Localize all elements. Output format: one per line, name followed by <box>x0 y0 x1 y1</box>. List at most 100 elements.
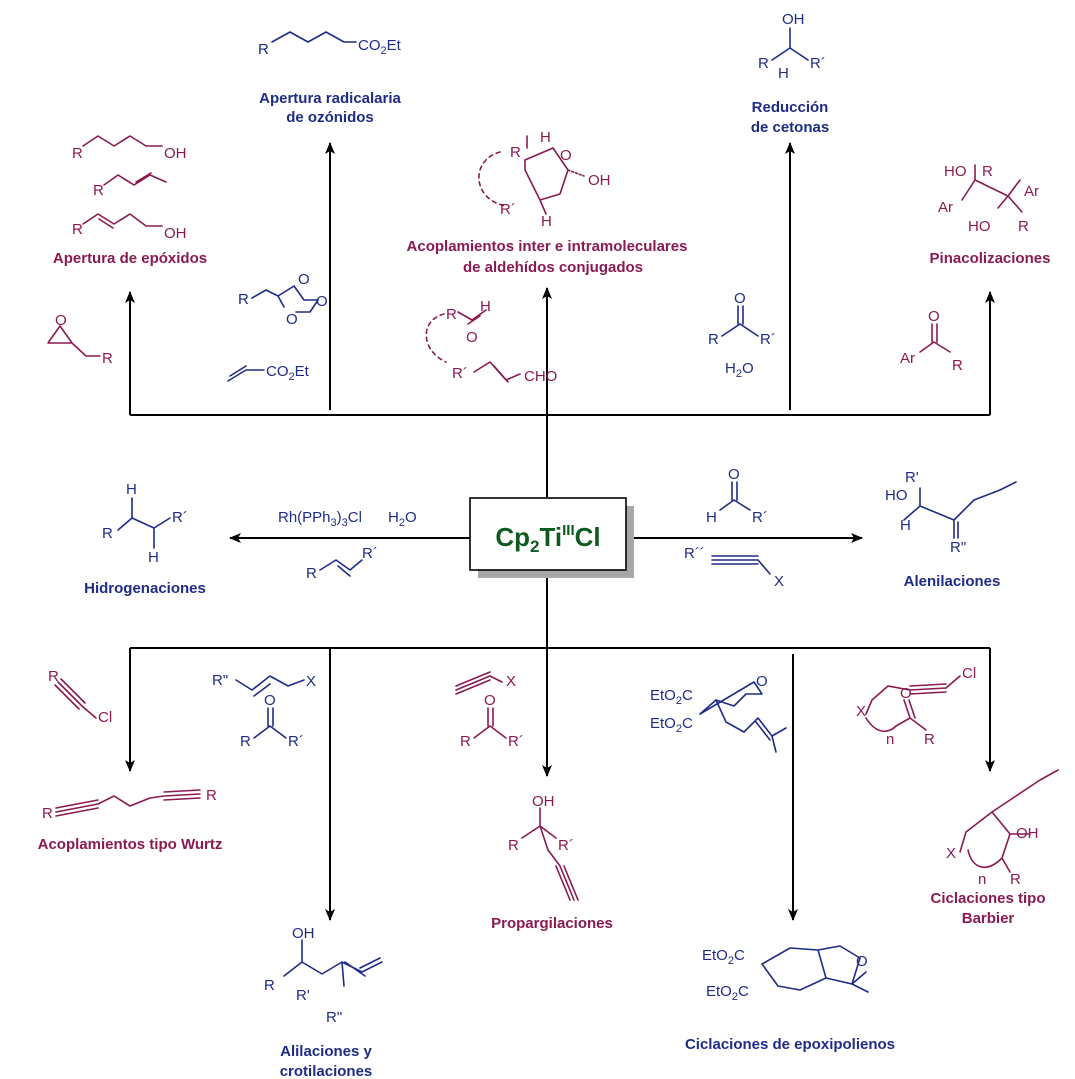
lactol-h1: H <box>540 129 551 146</box>
aryl-ketone-ar: Ar <box>900 350 915 367</box>
alkane-product <box>117 497 171 549</box>
alkane-r: R <box>102 525 113 542</box>
barbier-reagent-o: O <box>900 685 912 702</box>
ozonide-label-2: de ozónidos <box>286 109 374 126</box>
product-alkene-chain <box>103 172 167 186</box>
alkene-reagent <box>319 559 363 577</box>
propargyl-reagent-x: X <box>506 673 516 690</box>
ketone-o: O <box>734 290 746 307</box>
epoxypolyene-ester-2: EtO2C <box>650 715 693 735</box>
wurtz-group: R Cl R R Acoplamientos tipo Wurtz <box>38 668 223 853</box>
barbier-product-x: X <box>946 845 956 862</box>
pinacol-product <box>961 164 1023 213</box>
lactol-r: R <box>510 144 521 161</box>
coupling-reagent-r: R <box>446 306 457 323</box>
barbier-product-oh: OH <box>1016 825 1039 842</box>
wurtz-product-r2: R <box>206 787 217 804</box>
bicyclic-ester-1: EtO2C <box>702 947 745 967</box>
coupling-reagent-rp: R´ <box>452 365 468 382</box>
product-butanol-chain <box>82 135 163 147</box>
allenylation-group: O H R´ R´´ X R' HO H R" Alenilaciones <box>684 466 1017 590</box>
propargyl-r: R´´ <box>684 545 705 562</box>
ketone-r: R <box>708 331 719 348</box>
allyl-product-oh: OH <box>292 925 315 942</box>
allenyl-product-rpp: R" <box>950 539 966 556</box>
propargyl-x: X <box>774 573 784 590</box>
ketone-reduction-group: OH R H R´ Reducción de cetonas O R R´ H2… <box>708 11 829 380</box>
aryl-ketone-reagent <box>919 323 951 353</box>
allyl-product-r: R <box>264 977 275 994</box>
wurtz-product-r1: R <box>42 805 53 822</box>
barbier-reagent <box>865 675 961 733</box>
product-r-2: R <box>93 182 104 199</box>
alkane-h2: H <box>148 549 159 566</box>
propargylation-group: X O R R´ OH R R´ Propargilaciones <box>455 671 613 932</box>
allenyl-product-h: H <box>900 517 911 534</box>
ketone-rp: R´ <box>760 331 776 348</box>
alkane-h1: H <box>126 481 137 498</box>
arrow-network <box>125 142 995 921</box>
product-allylic-alcohol <box>82 213 163 229</box>
propargyl-halide-2 <box>455 671 503 695</box>
wurtz-reagent-r: R <box>48 668 59 685</box>
wilkinson-catalyst: Rh(PPh3)3Cl <box>278 509 362 529</box>
hydrogenation-water: H2O <box>388 509 417 529</box>
epoxypolyene-reagent <box>699 681 787 753</box>
homopropargylic-alcohol <box>521 807 579 901</box>
allylation-group: R" X O R R´ OH R R' R" Alilaciones y cro… <box>212 672 383 1079</box>
propargyl-product-oh: OH <box>532 793 555 810</box>
lactol-h2: H <box>541 213 552 230</box>
center-reagent-box: Cp2TiIIICl <box>469 497 634 578</box>
lactol-oh: OH <box>588 172 611 189</box>
epoxide-r: R <box>102 350 113 367</box>
ozonide-o2: O <box>286 311 298 328</box>
propargyl-product-r: R <box>508 837 519 854</box>
coupling-reagent-h: H <box>480 298 491 315</box>
barbier-product-r: R <box>1010 871 1021 888</box>
propargyl-halide <box>711 555 771 575</box>
aldehyde-reagent-allenyl <box>719 481 751 511</box>
pinacol-ho2: HO <box>968 218 991 235</box>
allylation-label-2: crotilaciones <box>280 1063 373 1079</box>
allyl-ketone <box>253 707 287 739</box>
epoxypolyene-group: O EtO2C EtO2C O EtO2C EtO2C Ciclaciones … <box>650 673 895 1053</box>
barbier-reagent-r: R <box>924 731 935 748</box>
diyne-product <box>55 789 201 817</box>
allenyl-product-rp: R' <box>905 469 919 486</box>
pinacol-group: HO R Ar Ar HO R Pinacolizaciones O Ar R <box>900 163 1050 374</box>
alcohol-oh: OH <box>782 11 805 28</box>
allenyl-product-ho: HO <box>885 487 908 504</box>
allylation-label-1: Alilaciones y <box>280 1043 372 1060</box>
ozonide-o3: O <box>316 293 328 310</box>
allyl-reagent-x: X <box>306 673 316 690</box>
ozonide-r: R <box>238 291 249 308</box>
propargylation-label: Propargilaciones <box>491 915 613 932</box>
alkane-rp: R´ <box>172 509 188 526</box>
coupling-label-1: Acoplamientos inter e intramoleculares <box>407 238 688 255</box>
allyl-reagent-r: R" <box>212 672 228 689</box>
allyl-product-rp: R' <box>296 987 310 1004</box>
epoxide-opening-label: Apertura de epóxidos <box>53 250 207 267</box>
coupling-reagent-o: O <box>466 329 478 346</box>
propargyl-chloride <box>54 678 97 719</box>
reagent-tether <box>425 313 447 363</box>
epoxide-o: O <box>55 312 67 329</box>
lactol-stereo-bonds <box>526 135 547 215</box>
ester-product-formula: CO2Et <box>358 37 402 57</box>
allenyl-alcohol-product <box>903 481 1017 539</box>
ozonide-reagent <box>251 285 319 313</box>
acrylate-formula: CO2Et <box>266 363 310 383</box>
allyl-halide <box>235 675 305 697</box>
enal-chain <box>473 361 521 383</box>
allenyl-aldehyde-o: O <box>728 466 740 483</box>
center-formula: Cp2TiIIICl <box>495 522 600 556</box>
lactol-rp: R´ <box>500 201 516 218</box>
barbier-reagent-cl: Cl <box>962 665 976 682</box>
reduction-label-1: Reducción <box>752 99 829 116</box>
propargyl-ketone-rp: R´ <box>508 733 524 750</box>
epoxide-reagent <box>47 325 101 357</box>
alkene-r: R <box>306 565 317 582</box>
ozonide-label-1: Apertura radicalaria <box>259 90 401 107</box>
propargyl-ketone-r: R <box>460 733 471 750</box>
barbier-product-n: n <box>978 871 986 888</box>
